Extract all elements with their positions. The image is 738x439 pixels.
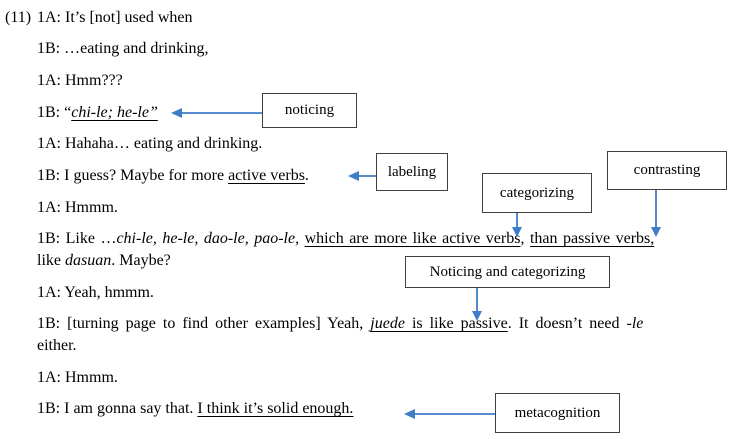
dialogue-line: 1B: Like …chi-le, he-le, dao-le, pao-le,… — [37, 230, 655, 247]
dialogue-line: 1B: …eating and drinking, — [37, 40, 209, 57]
annotation-box-categorizing: categorizing — [482, 173, 592, 213]
dialogue-line: 1A: Hmmm. — [37, 369, 118, 386]
annotation-label: labeling — [387, 163, 437, 180]
dialogue-line: 1A: It’s [not] used when — [37, 9, 193, 26]
annotation-box-metacognition: metacognition — [495, 393, 620, 433]
dialogue-line: 1B: [turning page to find other examples… — [37, 315, 644, 332]
arrow-noticing-icon — [171, 108, 262, 118]
dialogue-line: 1B: “chi-le; he-le” — [37, 104, 158, 121]
annotation-label: noticing — [284, 102, 335, 118]
dialogue-line: either. — [37, 337, 77, 354]
dialogue-line: like dasuan. Maybe? — [37, 252, 171, 269]
arrow-labeling-icon — [348, 171, 376, 181]
annotation-label: contrasting — [633, 162, 701, 178]
annotation-box-noticing: noticing — [262, 93, 357, 128]
arrow-metacognition-icon — [404, 409, 495, 419]
annotation-box-contrasting: contrasting — [607, 151, 727, 190]
annotation-box-labeling: labeling — [376, 153, 448, 191]
annotation-label: metacognition — [514, 404, 601, 421]
annotation-box-noticing-and-categorizing: Noticing and categorizing — [405, 256, 610, 288]
dialogue-line: 1A: Hmmm. — [37, 199, 118, 216]
dialogue-line: 1B: I guess? Maybe for more active verbs… — [37, 167, 309, 184]
dialogue-line: 1B: I am gonna say that. I think it’s so… — [37, 400, 354, 417]
dialogue-line: 1A: Hmm??? — [37, 72, 123, 89]
annotation-label: categorizing — [499, 184, 575, 201]
annotation-label: Noticing and categorizing — [429, 263, 586, 280]
dialogue-line: 1A: Yeah, hmmm. — [37, 284, 154, 301]
example-number: (11) — [5, 9, 32, 26]
dialogue-line: 1A: Hahaha… eating and drinking. — [37, 135, 263, 152]
